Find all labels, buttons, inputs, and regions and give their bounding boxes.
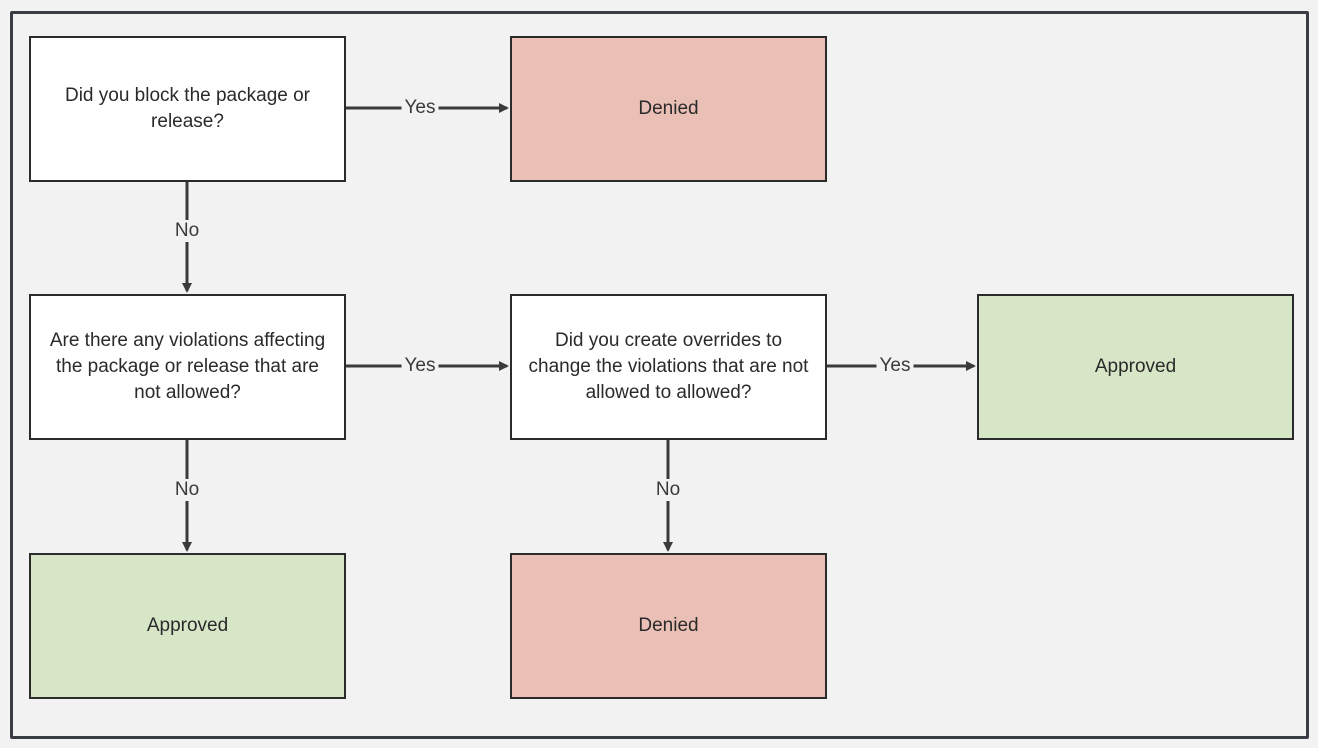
question-violations: Are there any violations affecting the p… [29, 294, 346, 440]
edge-label-q3-no: No [652, 479, 684, 501]
outcome-approved-bottom-text: Approved [146, 615, 229, 636]
outcome-denied-top: Denied [510, 36, 827, 182]
outcome-approved-bottom: Approved [29, 553, 346, 699]
edge-label-q1-no: No [171, 220, 203, 242]
outcome-denied-top-text: Denied [638, 98, 699, 119]
outcome-approved-right: Approved [977, 294, 1294, 440]
question-block-package: Did you block the package or release? [29, 36, 346, 182]
edge-label-q2-no: No [171, 479, 203, 501]
question-violations-text: Are there any violations affecting the p… [49, 330, 326, 403]
outcome-denied-bottom-text: Denied [638, 615, 699, 636]
outcome-approved-right-text: Approved [1094, 356, 1177, 377]
question-block-package-text: Did you block the package or release? [64, 85, 311, 132]
edge-label-q1-yes: Yes [401, 97, 439, 119]
question-overrides: Did you create overrides to change the v… [510, 294, 827, 440]
edge-label-q3-yes: Yes [876, 355, 914, 377]
outcome-denied-bottom: Denied [510, 553, 827, 699]
question-overrides-text: Did you create overrides to change the v… [528, 330, 809, 403]
edge-label-q2-yes: Yes [401, 355, 439, 377]
